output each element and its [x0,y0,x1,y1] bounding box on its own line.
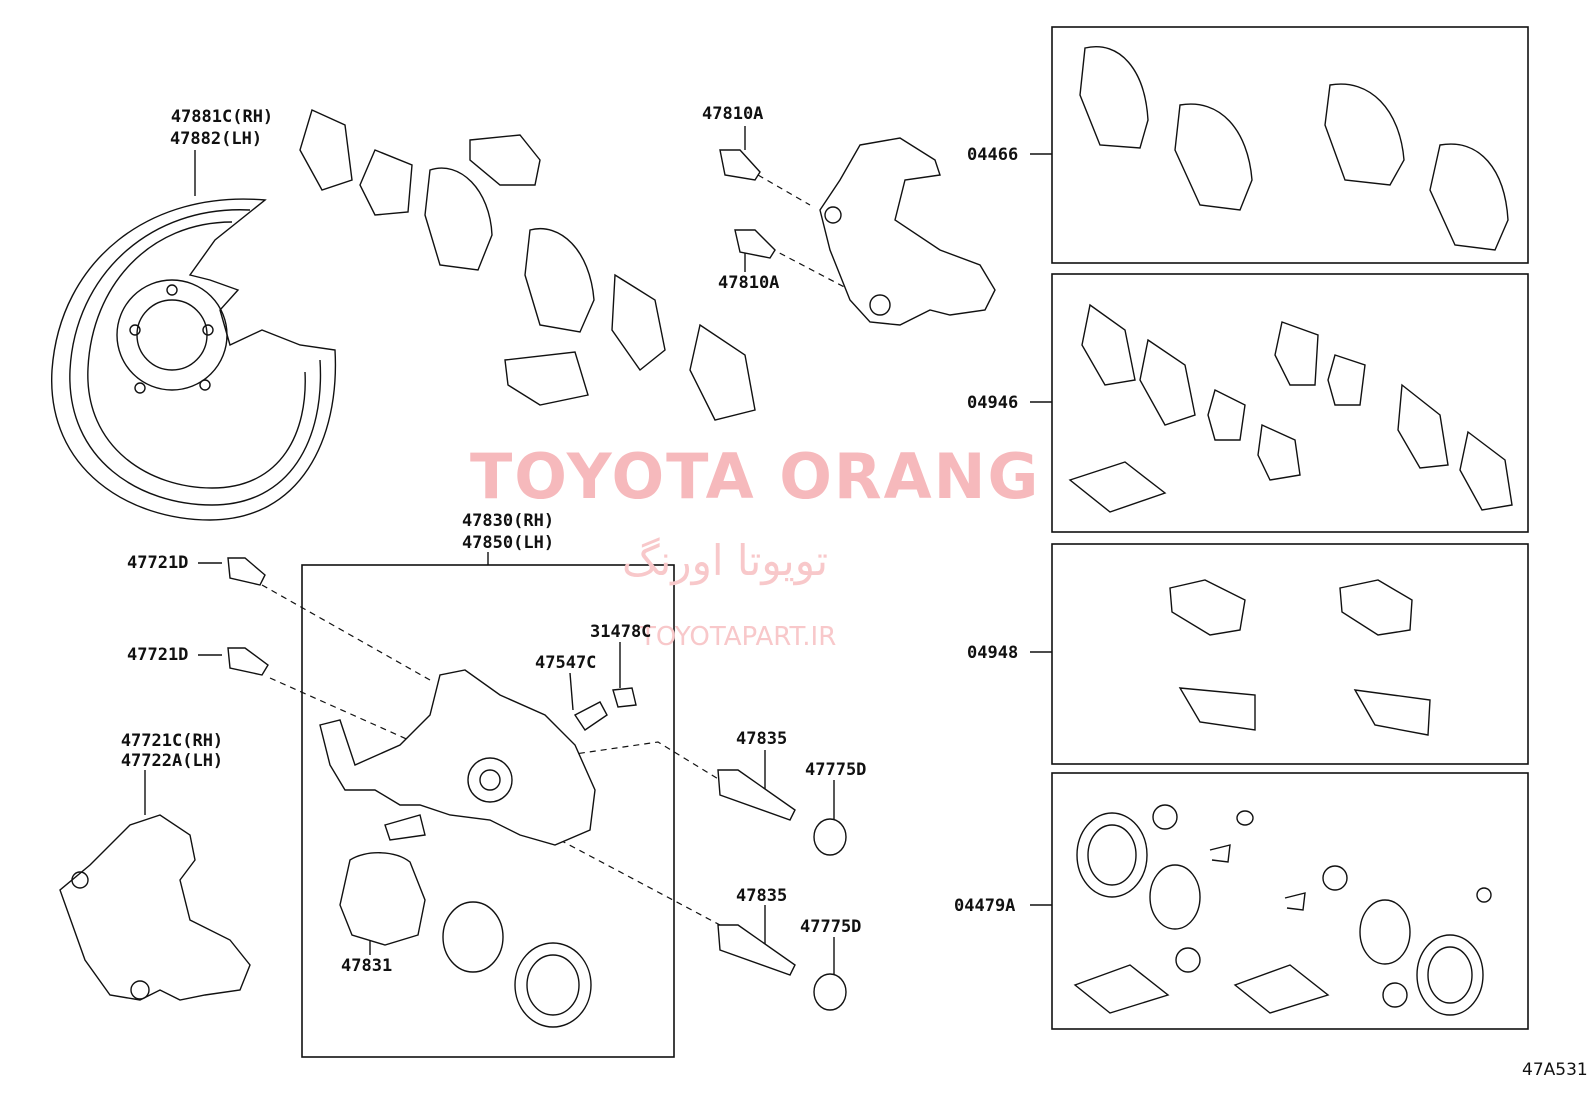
label-caliper-assy-lh[interactable]: 47850(LH) [461,533,555,553]
label-boot-upper[interactable]: 47775D [805,760,867,780]
label-boot-lower[interactable]: 47775D [800,917,862,937]
pads-shims-drawing [299,109,756,421]
label-mounting-lh[interactable]: 47722A(LH) [120,751,224,771]
kit-box-04479a [1051,772,1529,1030]
kit-box-04948 [1051,543,1529,765]
kit-04466-drawing [1079,46,1509,251]
assembly-dashes [261,174,851,926]
kit-box-04946 [1051,273,1529,533]
lower-mounting-drawing [59,814,251,1001]
label-bolt-d-lower[interactable]: 47721D [127,645,189,665]
watermark-brand: TOYOTA ORANG [470,440,1041,513]
kit-box-04466 [1051,26,1529,264]
caliper-assy-drawing [227,557,637,1028]
label-kit-shims[interactable]: 04946 [967,393,1019,413]
diagram-code: 47A531 [1522,1060,1588,1080]
label-slide-pin-lower[interactable]: 47835 [736,886,788,906]
label-caliper-assy-rh[interactable]: 47830(RH) [461,511,555,531]
label-piston[interactable]: 47831 [341,956,393,976]
label-kit-pads[interactable]: 04466 [967,145,1019,165]
label-mounting-rh[interactable]: 47721C(RH) [120,731,224,751]
upper-mounting-drawing [719,137,996,326]
label-bleeder-cap[interactable]: 31478C [590,622,652,642]
kit-04479a-drawing [1073,804,1492,1016]
label-dust-cover-lh[interactable]: 47882(LH) [169,129,263,149]
dust-cover-drawing [51,198,337,521]
label-kit-fittings[interactable]: 04948 [967,643,1019,663]
kit-04948-drawing [1169,579,1431,736]
watermark-url: TOYOTAPART.IR [640,622,837,652]
label-bolt-upper-a[interactable]: 47810A [702,104,764,124]
slide-pins-drawing [717,769,847,1011]
label-kit-cylinder[interactable]: 04479A [954,896,1016,916]
label-bolt-d-upper[interactable]: 47721D [127,553,189,573]
watermark-brand-fa: تویوتا اورنگ [622,536,829,585]
label-bolt-lower-a[interactable]: 47810A [718,273,780,293]
label-bleeder-plug[interactable]: 47547C [535,653,597,673]
label-slide-pin-upper[interactable]: 47835 [736,729,788,749]
kit-04946-drawing [1068,303,1513,513]
label-dust-cover-rh[interactable]: 47881C(RH) [170,107,274,127]
